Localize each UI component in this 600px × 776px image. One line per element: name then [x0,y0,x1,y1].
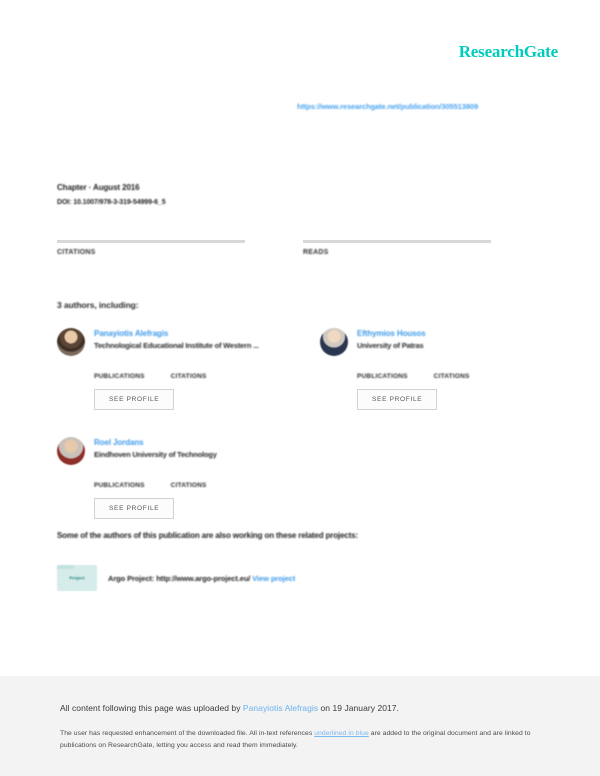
author-citations-label: CITATIONS [170,373,207,380]
author-card-empty [320,437,527,519]
see-profile-button[interactable]: SEE PROFILE [357,389,438,410]
author-citations-value [434,365,470,373]
author-publications: PUBLICATIONS [357,365,408,380]
publication-meta: Chapter · August 2016 DOI: 10.1007/978-3… [57,183,166,206]
stat-citations-value [57,228,245,240]
author-publications-value [357,365,408,373]
authors-heading: 3 authors, including: [57,300,139,310]
author-publications-label: PUBLICATIONS [94,482,145,489]
avatar [57,437,85,465]
enhancement-notice-pre: The user has requested enhancement of th… [60,730,315,737]
project-thumb-label: Project [69,575,85,581]
project-folder-icon: Project [57,565,97,591]
author-header: Panayiotis Alefragis Technological Educa… [57,328,264,356]
publication-stats: CITATIONS READS [57,228,517,256]
related-projects-heading: Some of the authors of this publication … [57,531,358,540]
author-citations-label: CITATIONS [170,482,207,489]
project-title: Argo Project: http://www.argo-project.eu… [108,573,251,583]
author-affiliation: University of Patras [357,341,424,350]
researchgate-brand: ResearchGate [459,42,558,62]
publication-url-link[interactable]: https://www.researchgate.net/publication… [297,102,479,111]
author-header: Efthymios Housos University of Patras [320,328,527,356]
see-profile-button[interactable]: SEE PROFILE [94,389,175,410]
author-stats: PUBLICATIONS CITATIONS [94,365,264,380]
author-affiliation: Technological Educational Institute of W… [94,341,259,350]
author-affiliation: Eindhoven University of Technology [94,450,217,459]
author-citations: CITATIONS [171,365,207,380]
see-profile-button[interactable]: SEE PROFILE [94,498,175,519]
stat-reads-label: READS [303,249,329,256]
author-publications: PUBLICATIONS [94,474,145,489]
enhancement-notice-post: are added to the original document and a… [60,730,531,749]
view-project-link[interactable]: View project [252,573,296,583]
uploader-link[interactable]: Panayiotis Alefragis [242,703,319,713]
publication-doi: DOI: 10.1007/978-3-319-54999-6_5 [57,199,166,206]
author-card: Panayiotis Alefragis Technological Educa… [57,328,264,410]
page-footer: All content following this page was uplo… [0,676,600,776]
author-row: Panayiotis Alefragis Technological Educa… [57,328,527,410]
author-publications-label: PUBLICATIONS [94,373,145,380]
author-publications-value [94,365,145,373]
author-stats: PUBLICATIONS CITATIONS [357,365,527,380]
author-citations: CITATIONS [434,365,470,380]
underlined-in-blue-link[interactable]: underlined in blue [314,730,369,737]
document-page: ResearchGate https://www.researchgate.ne… [57,42,559,591]
author-stats: PUBLICATIONS CITATIONS [94,474,264,489]
author-citations-value [171,474,207,482]
authors-grid: Panayiotis Alefragis Technological Educa… [57,328,527,519]
stat-citations-label: CITATIONS [57,249,96,256]
publication-type-date: Chapter · August 2016 [57,183,140,192]
author-citations: CITATIONS [171,474,207,489]
avatar [57,328,85,356]
author-publications-label: PUBLICATIONS [357,373,408,380]
author-publications-value [94,474,145,482]
project-item: Project Argo Project: http://www.argo-pr… [57,565,295,591]
author-citations-value [171,365,207,373]
researchgate-logo: ResearchGate [458,42,558,61]
project-text: Argo Project: http://www.argo-project.eu… [108,574,295,583]
stat-citations: CITATIONS [57,228,245,256]
author-name-link[interactable]: Efthymios Housos [357,329,426,338]
stat-reads-value [303,228,491,240]
author-citations-label: CITATIONS [433,373,470,380]
author-row: Roel Jordans Eindhoven University of Tec… [57,437,527,519]
enhancement-notice: The user has requested enhancement of th… [60,728,540,752]
avatar [320,328,348,356]
author-card: Efthymios Housos University of Patras PU… [320,328,527,410]
author-card: Roel Jordans Eindhoven University of Tec… [57,437,264,519]
publication-url-row: https://www.researchgate.net/publication… [297,102,557,111]
author-header: Roel Jordans Eindhoven University of Tec… [57,437,264,465]
stat-divider [303,240,491,243]
upload-notice-pre: All content following this page was uplo… [60,703,243,713]
author-publications: PUBLICATIONS [94,365,145,380]
stat-reads: READS [303,228,491,256]
author-name-link[interactable]: Panayiotis Alefragis [94,329,169,338]
author-name-link[interactable]: Roel Jordans [94,438,144,447]
upload-notice: All content following this page was uplo… [60,703,540,713]
stat-divider [57,240,245,243]
upload-notice-post: on 19 January 2017. [318,703,399,713]
